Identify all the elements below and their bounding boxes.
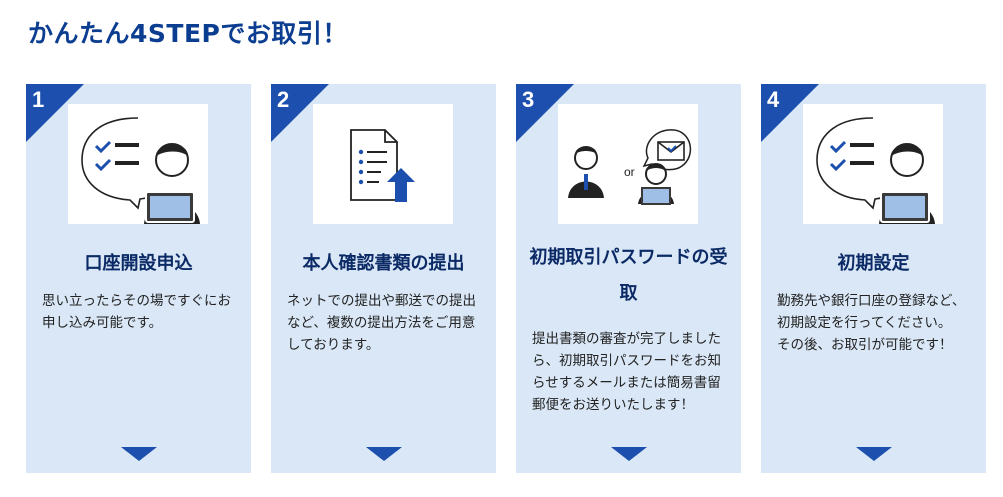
mail-or-postman-icon: or	[558, 104, 698, 224]
steps-container: 1 口座開設申込 思い立ったらその場ですぐにお申し込み可能です。 2	[26, 84, 986, 473]
step-number: 1	[32, 87, 45, 112]
page-title: かんたん4STEPでお取引！	[28, 19, 348, 48]
chevron-down-icon	[366, 447, 402, 461]
step-description: 提出書類の審査が完了しましたら、初期取引パスワードをお知らせするメールまたは簡易…	[532, 331, 721, 413]
step-title: 口座開設申込	[84, 253, 193, 274]
step-card-3: 3 or 初期取引パスワードの受取 提出書類の審査が完了しましたら、初期取引パス…	[516, 84, 741, 473]
step-number: 2	[277, 87, 290, 112]
person-checklist-speech-icon	[68, 104, 208, 224]
step-title: 初期設定	[837, 253, 910, 274]
chevron-down-icon	[856, 447, 892, 461]
step-description: ネットでの提出や郵送での提出など、複数の提出方法をご用意しております。	[287, 293, 476, 353]
step-number: 3	[522, 87, 535, 112]
step-number: 4	[767, 87, 780, 112]
step-title: 本人確認書類の提出	[302, 253, 465, 274]
step-card-1: 1 口座開設申込 思い立ったらその場ですぐにお申し込み可能です。	[26, 84, 251, 473]
step-title: 初期取引パスワードの受取	[529, 247, 728, 304]
or-label: or	[624, 165, 635, 179]
chevron-down-icon	[611, 447, 647, 461]
step-description: 思い立ったらその場ですぐにお申し込み可能です。	[42, 293, 231, 331]
person-checklist-speech-icon	[803, 104, 943, 224]
document-upload-icon	[313, 104, 453, 224]
chevron-down-icon	[121, 447, 157, 461]
step-card-4: 4 初期設定 勤務先や銀行口座の登録など、初期設定を行ってください。 その後、お…	[761, 84, 986, 473]
step-card-2: 2 本人確認書類の提出 ネットでの提出や郵送での提出など、複数の提出方法をご用意…	[271, 84, 496, 473]
step-description: 勤務先や銀行口座の登録など、初期設定を行ってください。 その後、お取引が可能です…	[777, 293, 966, 353]
